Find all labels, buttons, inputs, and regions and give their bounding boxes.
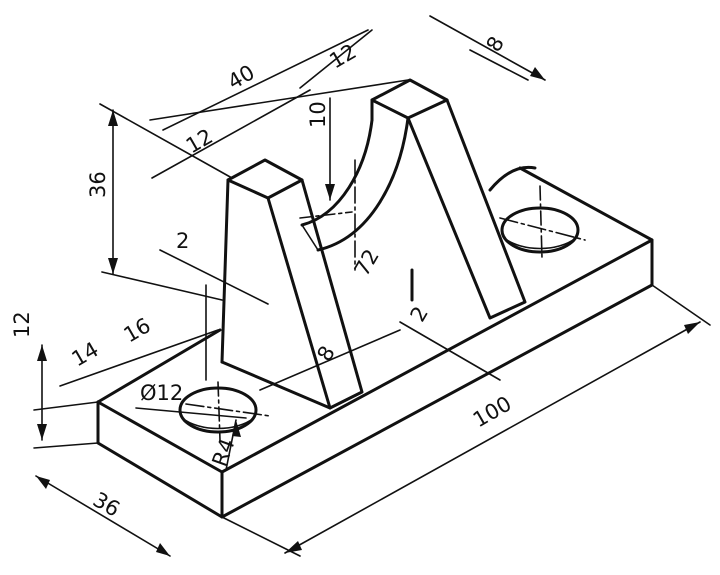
dim-10: 10 <box>306 101 330 128</box>
hole-back <box>500 206 580 254</box>
dim-2-left: 2 <box>176 229 189 253</box>
dim-100: 100 <box>469 391 516 432</box>
right-upright <box>370 78 527 320</box>
dim-36-height: 36 <box>86 171 110 198</box>
dim-14: 14 <box>68 337 103 371</box>
semicircle-cutout <box>300 116 410 252</box>
dim-hole-diameter: Ø12 <box>140 381 183 405</box>
dim-36-depth: 36 <box>89 487 124 521</box>
left-upright <box>220 158 364 410</box>
center-lines <box>185 159 586 441</box>
dimension-labels: 40 12 12 8 10 36 2 72 12 14 16 8 2 Ø12 1… <box>10 32 516 521</box>
dimension-lines <box>33 15 711 557</box>
dim-16: 16 <box>120 313 155 347</box>
dim-8-top: 8 <box>482 32 509 56</box>
dim-2-right: 2 <box>406 302 433 326</box>
base-plate <box>96 165 654 519</box>
dim-12-base: 12 <box>10 311 34 338</box>
arrowheads <box>36 67 700 556</box>
dim-40: 40 <box>224 60 259 94</box>
